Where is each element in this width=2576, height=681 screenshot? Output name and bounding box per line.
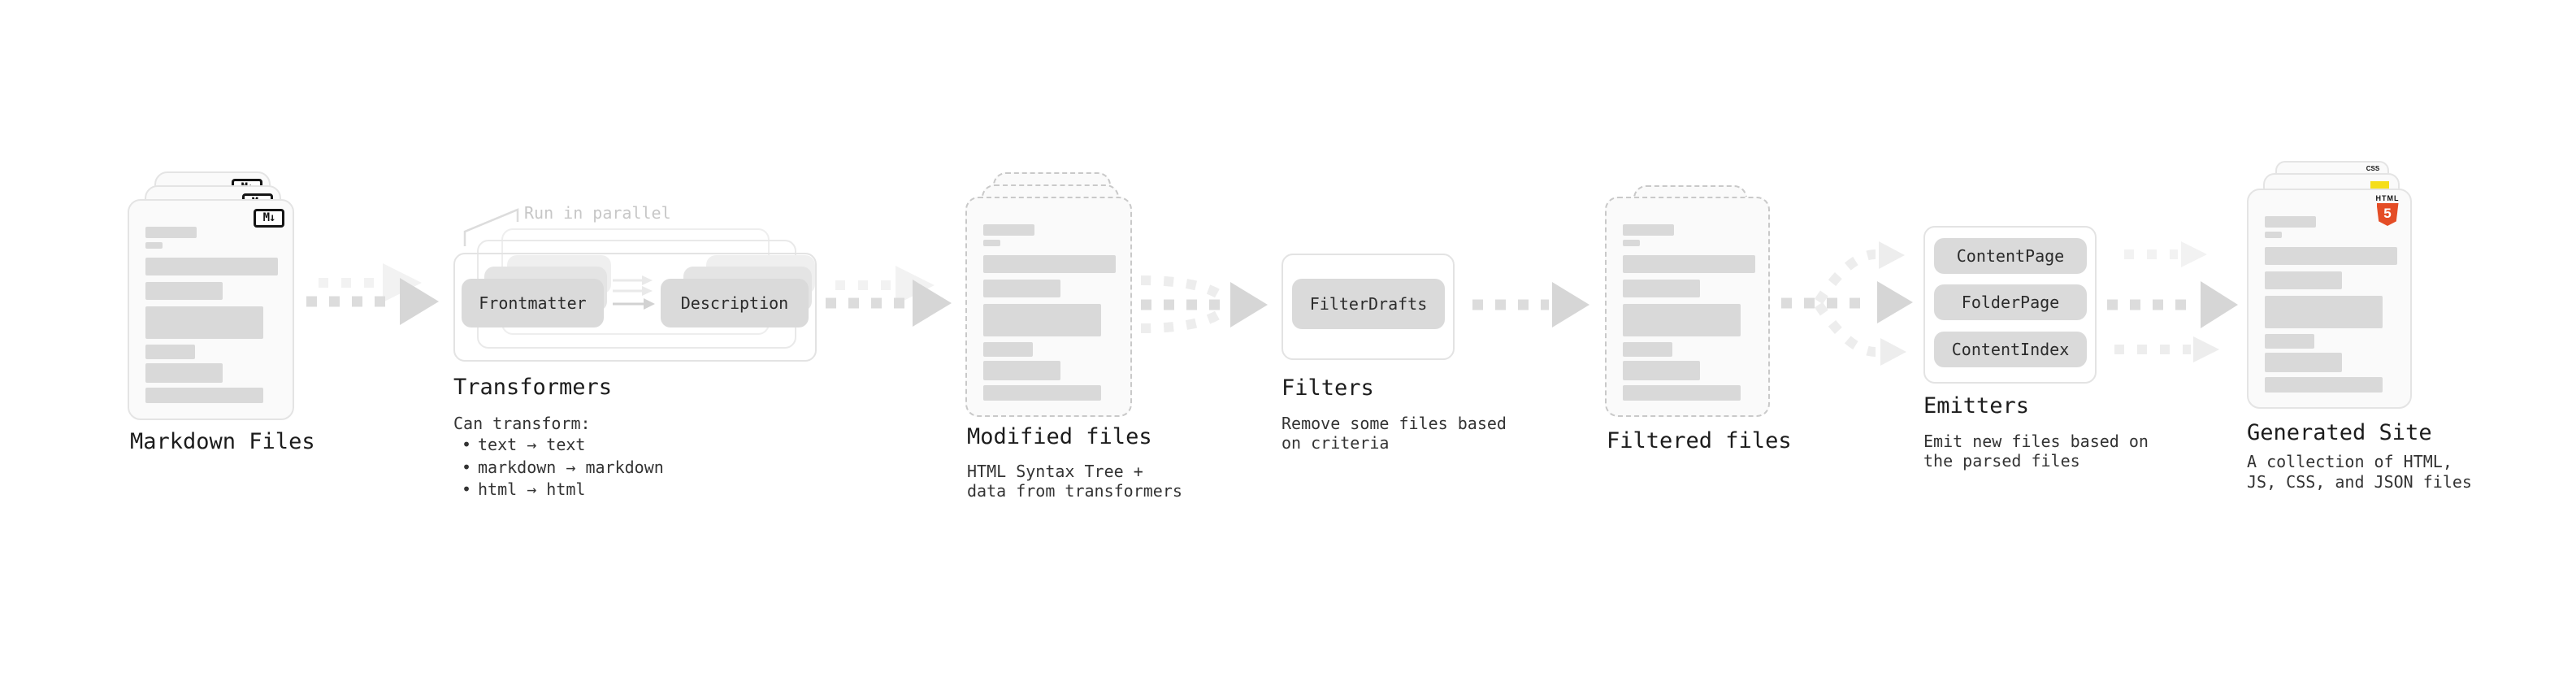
content-line xyxy=(145,227,197,238)
arrow6-mid-head xyxy=(2201,281,2238,328)
content-line xyxy=(983,255,1116,273)
arrow6-bottom-head xyxy=(2193,336,2219,362)
html5-icon: HTML 5 xyxy=(2374,194,2401,226)
arrow6-top-head xyxy=(2181,241,2207,267)
content-line xyxy=(1623,240,1640,246)
arrow3-top-curve xyxy=(1140,275,1229,303)
content-line xyxy=(1623,280,1700,297)
content-line xyxy=(983,385,1101,401)
modified-files-subtitle: HTML Syntax Tree + data from transformer… xyxy=(967,462,1182,501)
markdown-icon: M↓ xyxy=(254,209,284,228)
filters-box xyxy=(1281,254,1455,360)
contentindex-chip: ContentIndex xyxy=(1934,332,2087,367)
content-line xyxy=(2265,216,2316,228)
content-line xyxy=(983,240,1000,246)
content-line xyxy=(2265,353,2342,372)
generated-site-subtitle: A collection of HTML, JS, CSS, and JSON … xyxy=(2247,452,2472,492)
content-line xyxy=(145,345,195,359)
content-line xyxy=(145,282,223,300)
content-line xyxy=(2265,296,2383,328)
transformers-bullet-list: text → text markdown → markdown html → h… xyxy=(453,434,664,501)
content-line xyxy=(983,342,1033,357)
document-content-lines xyxy=(1623,224,1755,401)
content-line xyxy=(983,280,1060,297)
document-content-lines xyxy=(2265,216,2397,393)
arrow3-head xyxy=(1230,282,1268,327)
frontmatter-chip: Frontmatter xyxy=(462,279,604,327)
contentpage-chip: ContentPage xyxy=(1934,238,2087,274)
content-line xyxy=(1623,342,1672,357)
emitters-subtitle: Emit new files based on the parsed files xyxy=(1923,432,2149,471)
arrow5-top-head xyxy=(1879,241,1905,269)
filtered-file-card-front xyxy=(1605,197,1770,417)
content-line xyxy=(2265,334,2314,349)
filters-subtitle: Remove some files based on criteria xyxy=(1281,414,1507,453)
content-line xyxy=(983,304,1101,336)
content-line xyxy=(1623,304,1741,336)
stage-label-filters: Filters xyxy=(1281,375,1374,401)
arrow4-head xyxy=(1552,282,1589,327)
content-line xyxy=(145,258,278,275)
bullet-html-to-html: html → html xyxy=(453,479,664,501)
arrow5-mid-head xyxy=(1877,281,1913,323)
stage-label-filtered-files: Filtered files xyxy=(1607,428,1792,453)
content-line xyxy=(983,224,1034,236)
content-line xyxy=(145,388,263,403)
content-line xyxy=(1623,224,1674,236)
transformers-subtitle: Can transform: xyxy=(453,414,591,433)
content-line xyxy=(983,361,1060,380)
mini-arrow3-head xyxy=(644,298,655,310)
transformers-box-front xyxy=(453,253,817,362)
description-chip: Description xyxy=(661,279,809,327)
filterdrafts-chip: FilterDrafts xyxy=(1292,279,1445,329)
document-content-lines xyxy=(145,227,278,403)
content-line xyxy=(145,306,263,339)
javascript-icon xyxy=(2370,181,2389,190)
arrow2-head xyxy=(913,280,952,327)
stage-label-transformers: Transformers xyxy=(453,375,613,400)
mini-arrow2-head xyxy=(642,286,653,296)
markdown-file-card-front: M↓ xyxy=(128,199,294,420)
content-line xyxy=(2265,232,2282,238)
arrow5-bottom-head xyxy=(1880,338,1906,366)
content-line xyxy=(145,242,163,249)
stage-label-emitters: Emitters xyxy=(1923,393,2030,419)
content-line xyxy=(145,363,223,383)
stage-label-generated-site: Generated Site xyxy=(2247,420,2432,445)
arrow5-bottom-branch xyxy=(1814,301,1876,357)
mini-arrow1-head xyxy=(642,275,653,285)
run-in-parallel-annotation: Run in parallel xyxy=(524,203,671,223)
content-line xyxy=(2265,247,2397,265)
generated-file-card-front: HTML 5 xyxy=(2247,189,2412,409)
bullet-markdown-to-markdown: markdown → markdown xyxy=(453,457,664,479)
arrow1-head xyxy=(400,278,439,325)
document-content-lines xyxy=(983,224,1116,401)
content-line xyxy=(2265,271,2342,289)
arrow5-top-branch xyxy=(1814,249,1876,305)
folderpage-chip: FolderPage xyxy=(1934,284,2087,320)
content-line xyxy=(1623,385,1741,401)
run-in-parallel-callout-line xyxy=(463,208,519,246)
emitters-box xyxy=(1923,226,2097,384)
bullet-text-to-text: text → text xyxy=(453,434,664,457)
content-line xyxy=(1623,361,1700,380)
content-line xyxy=(2265,377,2383,393)
content-line xyxy=(1623,255,1755,273)
stage-label-modified-files: Modified files xyxy=(967,424,1152,449)
modified-file-card-front xyxy=(965,197,1132,417)
stage-label-markdown-files: Markdown Files xyxy=(130,429,315,454)
arrow3-bottom-curve xyxy=(1140,306,1229,333)
